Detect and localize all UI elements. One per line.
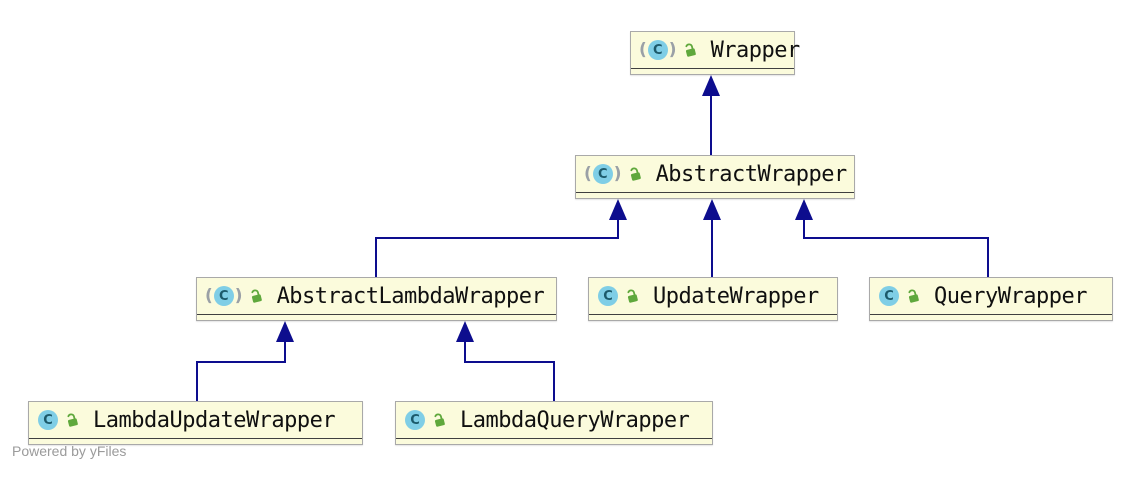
compartment-separator bbox=[631, 68, 794, 69]
class-icon: C bbox=[37, 410, 59, 430]
abstract-class-icon: (C) bbox=[205, 286, 243, 306]
class-name-label: LambdaQueryWrapper bbox=[460, 407, 690, 433]
class-node-lambdaupdatewrapper[interactable]: C LambdaUpdateWrapper bbox=[28, 401, 363, 445]
unlocked-icon bbox=[67, 413, 78, 427]
class-node-updatewrapper[interactable]: C UpdateWrapper bbox=[588, 277, 838, 321]
edge-updatewrapper-extends-abstractwrapper[interactable] bbox=[703, 199, 721, 277]
edge-abstractwrapper-extends-wrapper[interactable] bbox=[702, 75, 720, 155]
edge-abstractlambdawrapper-extends-abstractwrapper[interactable] bbox=[375, 199, 627, 277]
edge-querywrapper-extends-abstractwrapper[interactable] bbox=[795, 199, 989, 277]
class-name-label: Wrapper bbox=[710, 37, 801, 63]
edge-lambdaupdatewrapper-extends-abstractlambdawrapper[interactable] bbox=[196, 321, 294, 401]
unlocked-icon bbox=[434, 413, 445, 427]
compartment-separator bbox=[589, 314, 837, 315]
class-node-wrapper[interactable]: (C) Wrapper bbox=[630, 31, 800, 75]
compartment-separator bbox=[29, 438, 362, 439]
compartment-separator bbox=[870, 314, 1112, 315]
class-node-lambdaquerywrapper[interactable]: C LambdaQueryWrapper bbox=[395, 401, 713, 445]
class-node-querywrapper[interactable]: C QueryWrapper bbox=[869, 277, 1113, 321]
unlocked-icon bbox=[627, 289, 638, 303]
class-name-label: UpdateWrapper bbox=[653, 283, 819, 309]
class-name-label: QueryWrapper bbox=[934, 283, 1087, 309]
class-icon: C bbox=[404, 410, 426, 430]
class-icon: C bbox=[878, 286, 900, 306]
class-icon: C bbox=[597, 286, 619, 306]
unlocked-icon bbox=[630, 167, 641, 181]
unlocked-icon bbox=[685, 43, 696, 57]
compartment-separator bbox=[197, 314, 556, 315]
unlocked-icon bbox=[251, 289, 262, 303]
unlocked-icon bbox=[908, 289, 919, 303]
edge-lambdaquerywrapper-extends-abstractlambdawrapper[interactable] bbox=[456, 321, 555, 401]
class-name-label: AbstractWrapper bbox=[655, 161, 848, 187]
abstract-class-icon: (C) bbox=[639, 40, 677, 60]
compartment-separator bbox=[576, 192, 854, 193]
class-name-label: LambdaUpdateWrapper bbox=[93, 407, 336, 433]
abstract-class-icon: (C) bbox=[584, 164, 622, 184]
yfiles-watermark: Powered by yFiles bbox=[12, 443, 127, 459]
class-name-label: AbstractLambdaWrapper bbox=[276, 283, 545, 309]
compartment-separator bbox=[396, 438, 712, 439]
class-node-abstractwrapper[interactable]: (C) AbstractWrapper bbox=[575, 155, 855, 199]
class-node-abstractlambdawrapper[interactable]: (C) AbstractLambdaWrapper bbox=[196, 277, 557, 321]
